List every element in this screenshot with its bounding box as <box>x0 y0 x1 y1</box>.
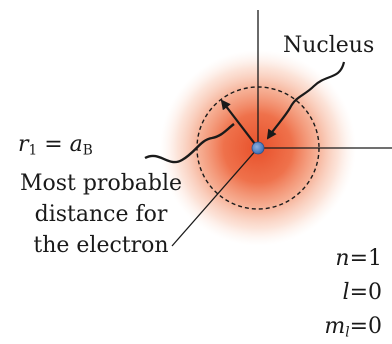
quantum-equals: = <box>350 310 368 344</box>
quantum-symbol: l <box>343 276 350 310</box>
most-probable-distance-label: Most probable distance for the electron <box>0 168 202 261</box>
nucleus-label: Nucleus <box>283 33 374 58</box>
quantum-numbers: n = 1 l = 0 ml = 0 <box>324 242 382 344</box>
bohr-subscript: B <box>83 142 93 158</box>
radius-equals: = <box>37 132 69 157</box>
quantum-symbol: n <box>335 242 349 276</box>
quantum-value: 0 <box>368 310 382 344</box>
radius-label: r1 = aB <box>18 132 93 158</box>
quantum-number-n: n = 1 <box>324 242 382 276</box>
probable-line-2: distance for <box>0 199 202 230</box>
quantum-number-l: l = 0 <box>324 276 382 310</box>
quantum-value: 1 <box>368 242 382 276</box>
quantum-symbol: m <box>324 310 345 344</box>
nucleus <box>252 142 264 154</box>
quantum-value: 0 <box>368 276 382 310</box>
radius-subscript: 1 <box>29 142 38 158</box>
radius-symbol: r <box>18 132 29 157</box>
quantum-equals: = <box>350 242 368 276</box>
bohr-symbol: a <box>70 132 83 157</box>
probable-line-1: Most probable <box>0 168 202 199</box>
quantum-number-ml: ml = 0 <box>324 310 382 344</box>
probable-line-3: the electron <box>0 230 202 261</box>
quantum-equals: = <box>350 276 368 310</box>
